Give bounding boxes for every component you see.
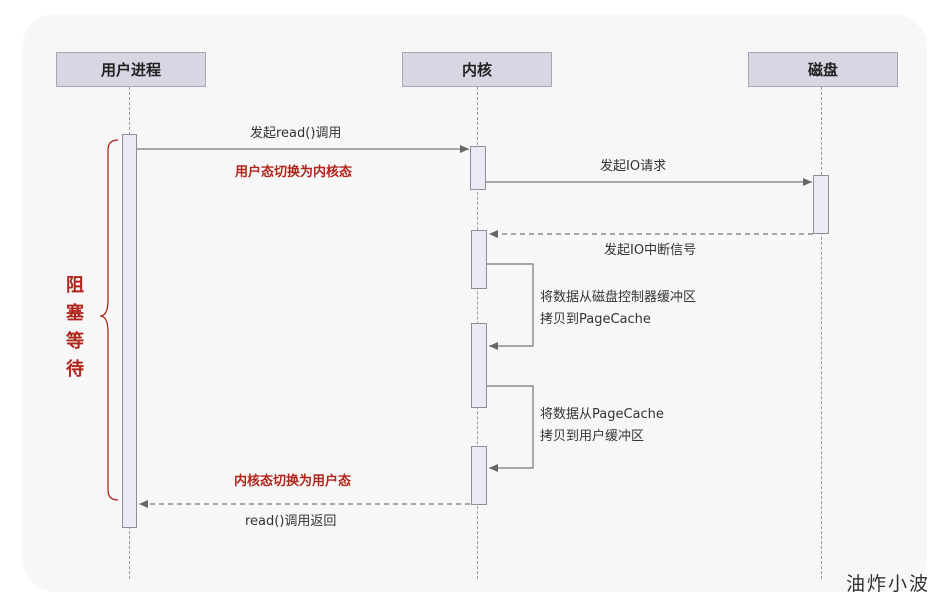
activation-disk bbox=[813, 175, 829, 234]
label-user-to-kernel: 用户态切换为内核态 bbox=[235, 165, 353, 180]
blocking-wait-label: 阻 塞 等 待 bbox=[60, 272, 90, 384]
label-copy-disk-1: 将数据从磁盘控制器缓冲区 bbox=[540, 290, 697, 305]
lifeline-disk bbox=[821, 87, 822, 579]
watermark: 油炸小波 bbox=[845, 573, 930, 595]
activation-user bbox=[122, 134, 137, 528]
blocking-char-1: 阻 bbox=[66, 275, 84, 296]
label-copy-page-1: 将数据从PageCache bbox=[540, 407, 664, 422]
actor-disk: 磁盘 bbox=[748, 52, 898, 87]
activation-kernel-1 bbox=[470, 146, 486, 190]
actor-user-process: 用户进程 bbox=[56, 52, 206, 87]
label-io-interrupt: 发起IO中断信号 bbox=[604, 243, 697, 258]
arrow-self-copy-page bbox=[487, 385, 534, 472]
blocking-char-3: 等 bbox=[66, 331, 84, 352]
blocking-char-4: 待 bbox=[66, 359, 84, 380]
label-copy-disk-2: 拷贝到PageCache bbox=[540, 312, 651, 327]
label-read-call: 发起read()调用 bbox=[250, 126, 342, 141]
blocking-char-2: 塞 bbox=[66, 303, 84, 324]
label-copy-page-2: 拷贝到用户缓冲区 bbox=[540, 429, 645, 444]
activation-kernel-2 bbox=[471, 230, 487, 289]
blocking-brace bbox=[99, 139, 119, 501]
label-read-return: read()调用返回 bbox=[245, 514, 337, 529]
actor-kernel: 内核 bbox=[402, 52, 552, 87]
arrow-self-copy-disk bbox=[487, 263, 534, 350]
label-kernel-to-user: 内核态切换为用户态 bbox=[234, 474, 352, 489]
label-io-request: 发起IO请求 bbox=[600, 159, 667, 174]
activation-kernel-3 bbox=[471, 323, 487, 408]
activation-kernel-4 bbox=[471, 446, 487, 505]
